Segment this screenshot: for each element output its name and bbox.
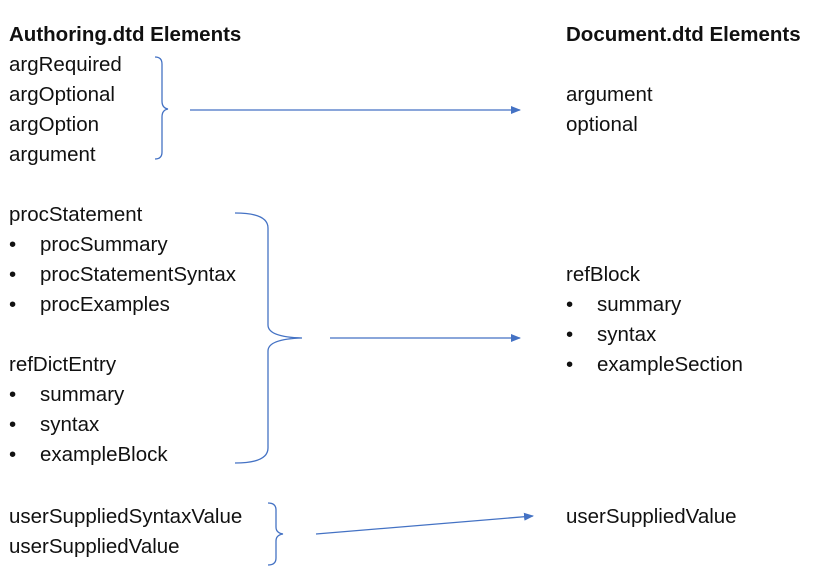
bullet: •: [566, 323, 574, 346]
bullet: •: [9, 383, 17, 406]
right-sub-item: summary: [597, 293, 682, 316]
left-sub-item: syntax: [40, 413, 100, 436]
bullet: •: [9, 443, 17, 466]
left-sub-item: procStatementSyntax: [40, 263, 236, 286]
bullet: •: [566, 293, 574, 316]
right-item: optional: [566, 113, 638, 136]
left-sub-item: summary: [40, 383, 125, 406]
left-sub-item: exampleBlock: [40, 443, 168, 466]
brace-group-2: [234, 212, 303, 464]
left-item: userSuppliedSyntaxValue: [9, 505, 243, 528]
left-item: argument: [9, 143, 96, 166]
left-item: userSuppliedValue: [9, 535, 180, 558]
left-group-title: procStatement: [9, 203, 143, 226]
right-header: Document.dtd Elements: [566, 23, 801, 46]
right-item: userSuppliedValue: [566, 505, 737, 528]
bullet: •: [9, 293, 17, 316]
left-sub-item: procSummary: [40, 233, 168, 256]
bullet: •: [9, 263, 17, 286]
bullet: •: [9, 413, 17, 436]
left-sub-item: procExamples: [40, 293, 170, 316]
left-item: argRequired: [9, 53, 122, 76]
brace-group-3: [267, 502, 284, 566]
right-group-title: refBlock: [566, 263, 641, 286]
left-group-title: refDictEntry: [9, 353, 117, 376]
arrow-group-3: [315, 512, 534, 535]
bullet: •: [566, 353, 574, 376]
right-sub-item: exampleSection: [597, 353, 743, 376]
left-header: Authoring.dtd Elements: [9, 23, 242, 46]
left-item: argOptional: [9, 83, 115, 106]
brace-group-1: [154, 56, 169, 160]
right-item: argument: [566, 83, 653, 106]
right-sub-item: syntax: [597, 323, 657, 346]
left-item: argOption: [9, 113, 100, 136]
bullet: •: [9, 233, 17, 256]
